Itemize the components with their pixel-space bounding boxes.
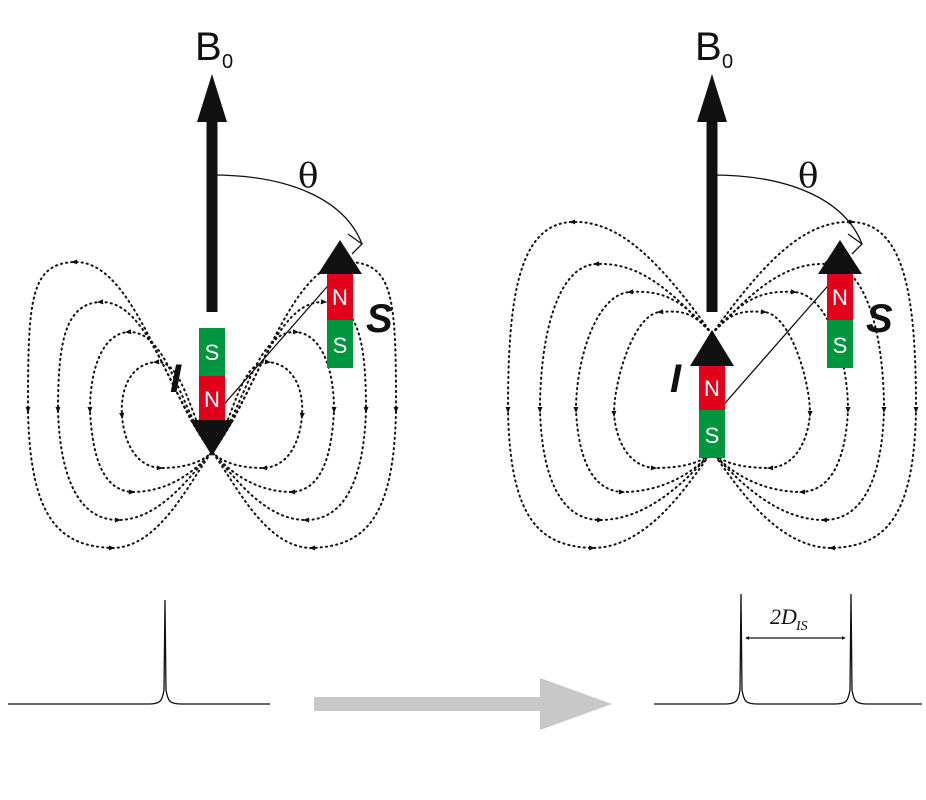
b0-arrowhead [697, 74, 727, 122]
north-pole [699, 366, 725, 410]
spin-s-arrow-up [318, 240, 362, 274]
b0-subscript: 0 [722, 51, 733, 73]
theta-arc-end-mark [347, 233, 364, 255]
b0-subscript: 0 [222, 51, 233, 73]
singlet-spectrum [8, 599, 270, 705]
left-panel: B 0 θ S N I N S S [8, 25, 399, 705]
theta-arc [211, 174, 363, 245]
spin-s-label: S [366, 297, 393, 341]
spin-i-arrow-down [190, 420, 234, 456]
coupling-label: 2D [770, 604, 797, 629]
spin-s-magnet: N S [318, 240, 362, 368]
theta-arc [711, 174, 863, 245]
internuclear-vector [711, 271, 841, 419]
spin-s-label: S [866, 297, 893, 341]
north-pole-label: N [704, 376, 720, 401]
theta-label: θ [798, 156, 818, 196]
coupling-subscript: IS [795, 619, 808, 634]
b0-label: B [695, 25, 722, 69]
spin-i-label: I [670, 357, 682, 401]
internuclear-vector [211, 271, 341, 419]
south-pole [327, 320, 353, 368]
north-pole-label: N [332, 285, 348, 310]
south-pole-label: S [833, 333, 848, 358]
south-pole-label: S [205, 340, 220, 365]
spin-s-magnet: N S [818, 240, 862, 368]
b0-arrowhead [197, 74, 227, 122]
theta-arc-end-mark [847, 233, 864, 255]
dipole-field-lines [505, 219, 919, 551]
spin-s-arrow-up [818, 240, 862, 274]
theta-label: θ [298, 156, 318, 196]
north-pole-label: N [832, 285, 848, 310]
dipole-field-lines [25, 259, 399, 551]
spin-i-label: I [170, 357, 182, 401]
spin-i-arrow-up [690, 330, 734, 366]
south-pole [699, 410, 725, 458]
doublet-spectrum [654, 593, 922, 705]
south-pole [827, 320, 853, 368]
transition-arrow [314, 678, 612, 730]
south-pole [199, 328, 225, 376]
spin-i-magnet: S N [190, 328, 234, 456]
south-pole-label: S [333, 333, 348, 358]
north-pole [327, 274, 353, 320]
north-pole [199, 376, 225, 420]
right-panel: B 0 θ N S I N S S 2D IS [505, 25, 922, 705]
spin-i-magnet: N S [690, 330, 734, 458]
north-pole [827, 274, 853, 320]
south-pole-label: S [705, 423, 720, 448]
b0-label: B [195, 25, 222, 69]
north-pole-label: N [204, 387, 220, 412]
